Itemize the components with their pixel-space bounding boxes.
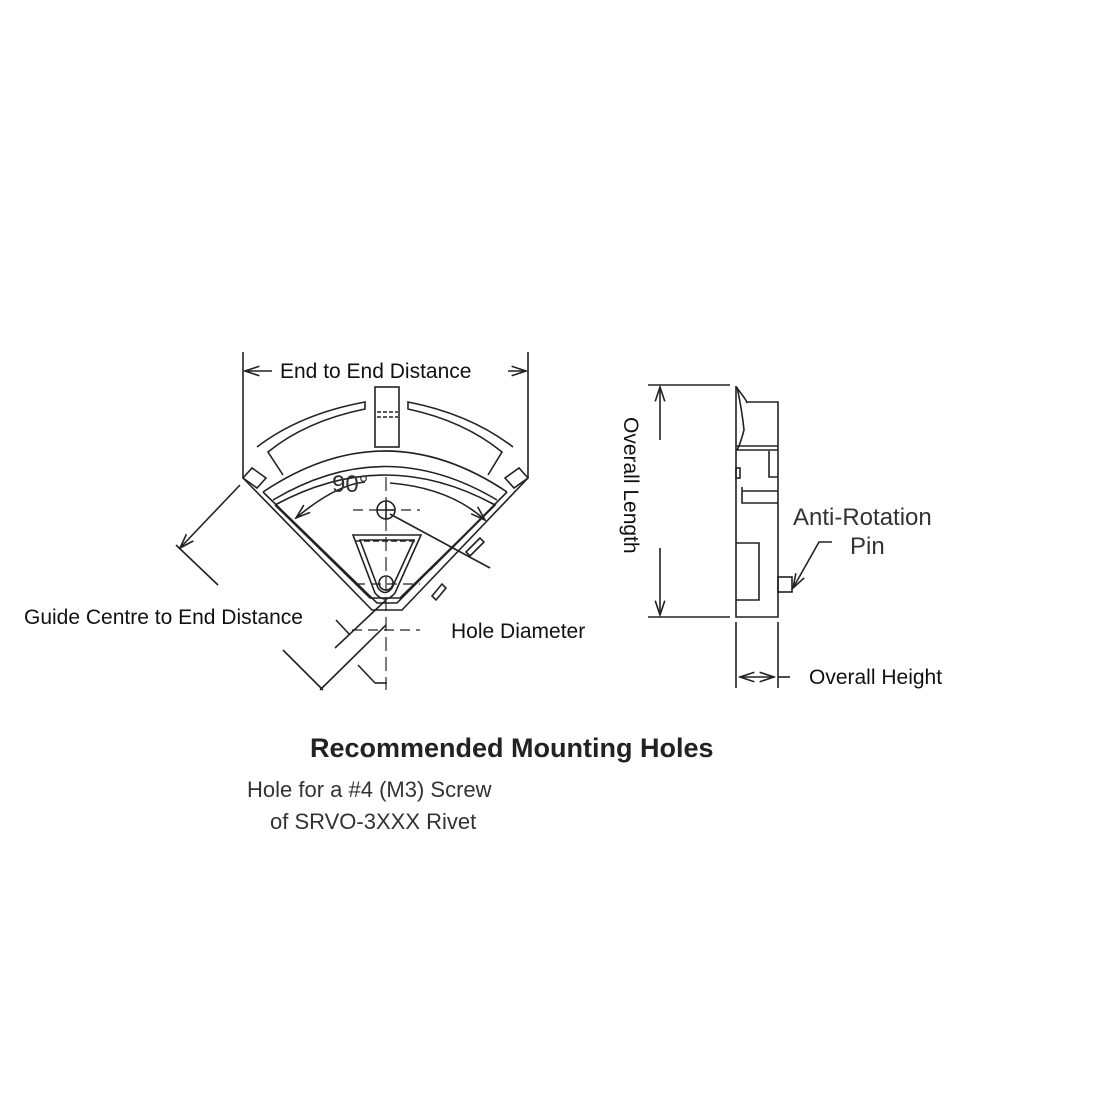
anti-rotation-label: Anti-Rotation bbox=[793, 504, 932, 531]
hole-diameter-label: Hole Diameter bbox=[451, 620, 585, 643]
caption-line-1: Hole for a #4 (M3) Screw bbox=[247, 777, 492, 802]
end-to-end-distance-label: End to End Distance bbox=[280, 360, 471, 383]
pin-label: Pin bbox=[850, 533, 885, 560]
overall-height-label: Overall Height bbox=[809, 666, 942, 689]
caption-line-2: of SRVO-3XXX Rivet bbox=[270, 809, 476, 834]
caption-title: Recommended Mounting Holes bbox=[310, 733, 714, 763]
guide-centre-label: Guide Centre to End Distance bbox=[24, 606, 303, 629]
overall-length-label: Overall Length bbox=[619, 417, 642, 554]
angle-label: 90° bbox=[332, 471, 368, 498]
side-view bbox=[648, 384, 832, 688]
top-view bbox=[175, 352, 530, 691]
